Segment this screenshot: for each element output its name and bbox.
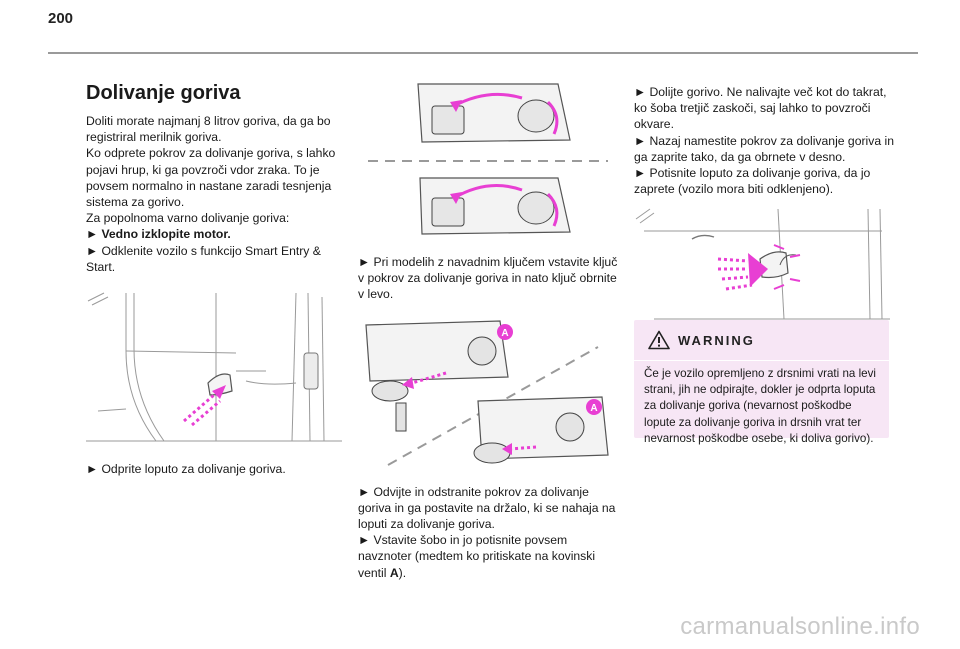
text-refuel: ko šoba tretjič zaskoči, saj lahko to po… xyxy=(634,101,871,116)
valve-label: A xyxy=(389,565,399,580)
warning-box: WARNING Če je vozilo opremljeno z drsnim… xyxy=(634,320,889,445)
intro-line: sistema za gorivo. xyxy=(86,195,185,210)
van-fuel-flap-illustration xyxy=(86,292,342,442)
column-middle: ► Pri modelih z navadnim ključem vstavit… xyxy=(358,80,618,581)
text-close-flap: zaprete (vozilo mora biti odklenjeno). xyxy=(634,182,834,197)
close-fuel-flap-illustration xyxy=(635,209,890,320)
header-rule xyxy=(48,52,918,54)
remove-fuel-cap-illustration: A A xyxy=(365,319,609,466)
warning-line: lopute za dolivanje goriva in drsnih vra… xyxy=(644,415,862,429)
text-remove-cap: loputi za dolivanje goriva. xyxy=(358,517,495,532)
caption-open-flap: ► Odprite loputo za dolivanje goriva. xyxy=(86,462,286,477)
label-a-marker: A xyxy=(501,328,508,339)
intro-line: pojavi hrup, ki ga povzroči vdor zraka. … xyxy=(86,162,320,177)
text-remove-cap: goriva in ga postavite na držalo, ki se … xyxy=(358,500,616,515)
text-key-turn: ► Pri modelih z navadnim ključem vstavit… xyxy=(358,255,618,269)
text-refuel: okvare. xyxy=(634,117,674,132)
step-unlock: Start. xyxy=(86,259,116,274)
warning-text: Če je vozilo opremljeno z drsnimi vrati … xyxy=(644,366,882,447)
intro-line: povsem normalno in nastane zaradi tesnje… xyxy=(86,178,332,193)
warning-line: nevarnost poškodbe osebe, ki doliva gori… xyxy=(644,431,874,445)
intro-line: Za popolnoma varno dolivanje goriva: xyxy=(86,211,290,226)
text-refit-cap: ► Nazaj namestite pokrov za dolivanje go… xyxy=(634,133,895,148)
column-left: Dolivanje goriva Doliti morate najmanj 8… xyxy=(86,82,346,477)
label-a-marker: A xyxy=(590,403,597,414)
warning-line: za dolivanje goriva (nevarnost poškodbe xyxy=(644,399,852,413)
text-remove-cap: ► Odvijte in odstranite pokrov za doliva… xyxy=(358,484,589,499)
watermark: carmanualsonline.info xyxy=(680,613,920,640)
text-fragment: ventil xyxy=(358,565,390,580)
text-key-turn: v pokrov za dolivanje goriva in nato klj… xyxy=(358,271,617,286)
text-close-flap: ► Potisnite loputo za dolivanje goriva, … xyxy=(634,166,871,181)
intro-line: registriral merilnik goriva. xyxy=(86,130,222,145)
text-fragment: ). xyxy=(398,565,407,580)
warning-line: strani, jih ne odpirajte, dokler je odpr… xyxy=(644,383,876,397)
intro-line: Doliti morate najmanj 8 litrov goriva, d… xyxy=(86,114,331,128)
text-insert-nozzle: ► Vstavite šobo in jo potisnite povsem xyxy=(358,533,568,548)
step-unlock: ► Odklenite vozilo s funkcijo Smart Entr… xyxy=(86,243,321,258)
page-number: 200 xyxy=(48,10,74,27)
intro-line: Ko odprete pokrov za dolivanje goriva, s… xyxy=(86,146,336,161)
text-insert-nozzle-last: ventil A). xyxy=(358,565,618,581)
text-insert-nozzle: navznoter (medtem ko pritiskate na kovin… xyxy=(358,549,596,564)
step-engine-off: ► Vedno izklopite motor. xyxy=(86,227,231,242)
column-right: ► Dolijte gorivo. Ne nalivajte več kot d… xyxy=(634,84,894,323)
page-title: Dolivanje goriva xyxy=(86,82,241,104)
warning-divider xyxy=(634,360,889,361)
warning-line: Če je vozilo opremljeno z drsnimi vrati … xyxy=(644,367,876,380)
text-key-turn: v levo. xyxy=(358,287,394,302)
fuel-cap-key-illustration xyxy=(368,83,608,235)
text-refuel: ► Dolijte gorivo. Ne nalivajte več kot d… xyxy=(634,85,887,99)
text-refit-cap: ga zaprite tako, da ga obrnete v desno. xyxy=(634,149,846,164)
warning-triangle-icon xyxy=(648,330,670,350)
warning-header: WARNING xyxy=(648,328,755,352)
warning-title: WARNING xyxy=(678,332,755,348)
